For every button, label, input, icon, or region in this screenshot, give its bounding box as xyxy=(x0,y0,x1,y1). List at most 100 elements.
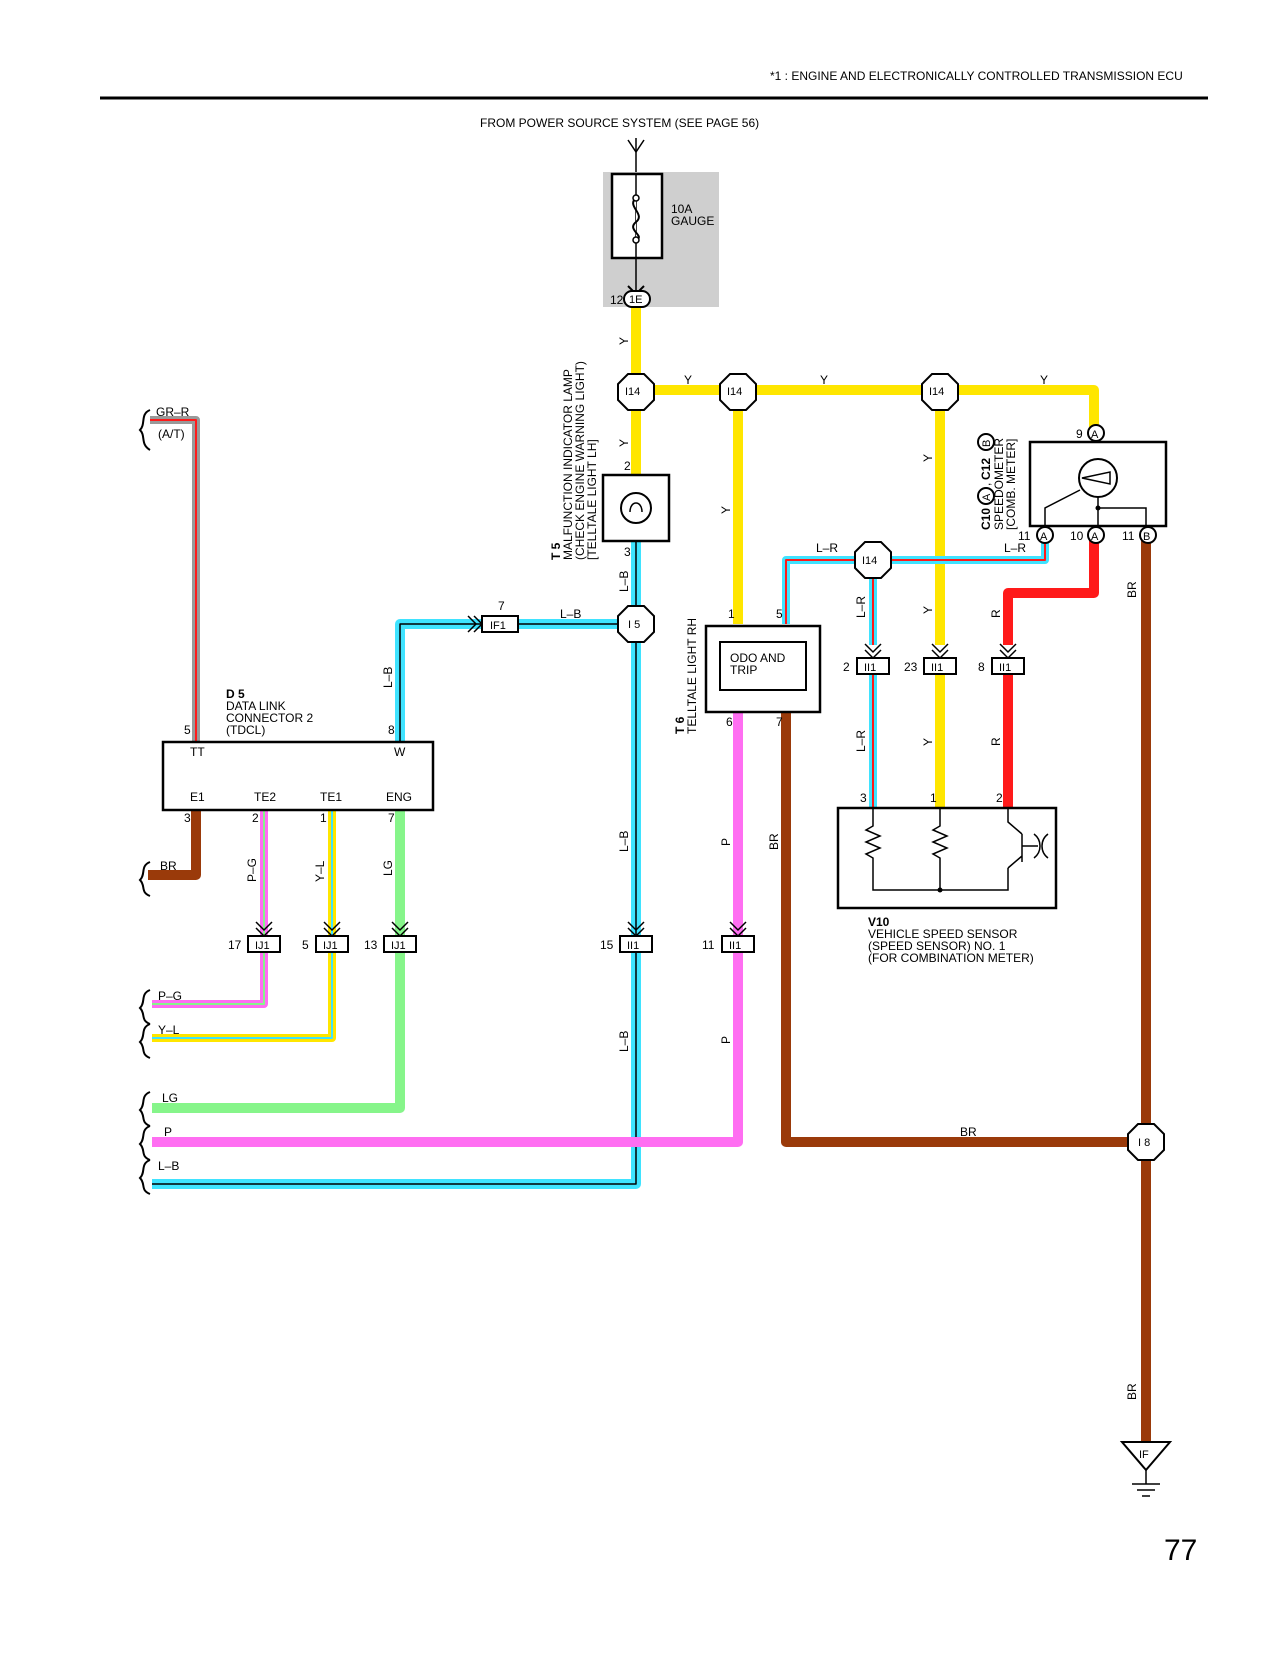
wire-label-br-left: BR xyxy=(160,859,177,873)
t6-label: T 6 TELLTALE LIGHT RH xyxy=(673,618,699,734)
svg-text:(SPEED SENSOR) NO. 1: (SPEED SENSOR) NO. 1 xyxy=(868,939,1006,953)
connector-if1: IF1 7 xyxy=(467,599,519,633)
svg-text:TELLTALE LIGHT RH: TELLTALE LIGHT RH xyxy=(685,618,699,734)
wire-label-lg-mid: LG xyxy=(381,860,395,876)
svg-text:ODO AND: ODO AND xyxy=(730,651,786,665)
svg-text:I 5: I 5 xyxy=(628,619,640,631)
wire-label-br-mid: BR xyxy=(767,833,781,850)
svg-text:II1: II1 xyxy=(864,662,876,674)
svg-text:[COMB. METER]: [COMB. METER] xyxy=(1004,439,1018,530)
wire-label-y8: Y xyxy=(921,606,935,614)
fuse-icon xyxy=(632,197,640,241)
connector-ii1-y: II1 23 xyxy=(904,643,957,675)
wire-pg xyxy=(152,810,268,1008)
fuse-pin: 12 xyxy=(610,293,624,307)
svg-text:B: B xyxy=(1143,531,1150,543)
svg-text:7: 7 xyxy=(776,715,783,729)
svg-text:9: 9 xyxy=(1076,427,1083,441)
svg-text:T 6: T 6 xyxy=(673,716,687,734)
svg-text:TE2: TE2 xyxy=(254,790,276,804)
wire-y xyxy=(631,308,1099,810)
junction-i14-d: I14 xyxy=(854,541,892,579)
svg-text:7: 7 xyxy=(498,599,505,613)
svg-text:8: 8 xyxy=(388,723,395,737)
c10-pin-11a: 11 A xyxy=(1018,526,1054,544)
svg-text:TT: TT xyxy=(190,745,205,759)
svg-text:D 5: D 5 xyxy=(226,687,245,701)
svg-text:C10: C10 xyxy=(979,508,993,530)
connector-ii1-lr: II1 2 xyxy=(843,643,890,675)
wire-label-y7: Y xyxy=(921,454,935,462)
wire-label-pg-mid: P–G xyxy=(245,858,259,882)
svg-text:W: W xyxy=(394,745,406,759)
wire-label-y2: Y xyxy=(684,373,692,387)
wire-label-lr-right: L–R xyxy=(1004,541,1026,555)
wire-label-p-left: P xyxy=(164,1125,172,1139)
svg-text:II1: II1 xyxy=(627,940,639,952)
svg-text:A: A xyxy=(1091,531,1099,543)
c10-pin-9: 9 A xyxy=(1076,424,1105,442)
junction-i14-b: I14 xyxy=(719,373,757,411)
svg-text:23: 23 xyxy=(904,660,918,674)
svg-text:I 8: I 8 xyxy=(1138,1137,1150,1149)
wire-label-grr: GR–R xyxy=(156,405,190,419)
fuse-connector xyxy=(623,290,651,308)
wire-label-pg-left: P–G xyxy=(158,989,182,1003)
svg-text:(CHECK ENGINE WARNING LIGHT): (CHECK ENGINE WARNING LIGHT) xyxy=(573,361,587,560)
wire-ends xyxy=(138,409,151,1195)
svg-text:A: A xyxy=(1040,531,1048,543)
wire-label-lb-t5: L–B xyxy=(617,571,631,592)
svg-text:B: B xyxy=(981,440,993,447)
connector-ii1-r: II1 8 xyxy=(978,643,1025,675)
fuse-amp: 10A xyxy=(671,202,692,216)
svg-text:1: 1 xyxy=(320,811,327,825)
wire-label-br-right1: BR xyxy=(1125,581,1139,598)
wire-label-p-mid: P xyxy=(719,838,733,846)
wire-label-lg-left: LG xyxy=(162,1091,178,1105)
wire-label-lb-mid: L–B xyxy=(617,831,631,852)
svg-text:SPEEDOMETER: SPEEDOMETER xyxy=(992,438,1006,530)
svg-text:ENG: ENG xyxy=(386,790,412,804)
svg-text:5: 5 xyxy=(302,938,309,952)
svg-text:CONNECTOR 2: CONNECTOR 2 xyxy=(226,711,313,725)
svg-text:3: 3 xyxy=(860,791,867,805)
lamp-icon xyxy=(620,492,652,524)
svg-text:2: 2 xyxy=(252,811,259,825)
svg-text:15: 15 xyxy=(600,938,614,952)
svg-text:7: 7 xyxy=(388,811,395,825)
svg-text:I14: I14 xyxy=(862,555,877,567)
wire-label-lb-if1: L–B xyxy=(560,607,581,621)
c10-pin-10: 10 A xyxy=(1070,526,1105,544)
c10-label: C10 A , C12 B SPEEDOMETER [COMB. METER] xyxy=(977,433,1018,530)
wire-label-lb-left: L–B xyxy=(158,1159,179,1173)
t5-lamp: 2 3 xyxy=(601,459,671,559)
svg-text:1: 1 xyxy=(728,607,735,621)
svg-text:MALFUNCTION INDICATOR LAMP: MALFUNCTION INDICATOR LAMP xyxy=(561,369,575,560)
wire-label-y5: Y xyxy=(617,439,631,447)
wire-label-lb-d5: L–B xyxy=(381,667,395,688)
junction-i5: I 5 xyxy=(617,605,655,643)
svg-text:T 5: T 5 xyxy=(549,542,563,560)
wire-label-lr-mid: L–R xyxy=(854,596,868,618)
wire-label-y4: Y xyxy=(1040,373,1048,387)
svg-text:IF1: IF1 xyxy=(490,620,506,632)
svg-text:5: 5 xyxy=(776,607,783,621)
svg-text:E1: E1 xyxy=(190,790,205,804)
ground-if: IF xyxy=(1119,1441,1173,1497)
svg-text:11: 11 xyxy=(702,938,715,952)
wire-label-y3: Y xyxy=(820,373,828,387)
c10-speedometer xyxy=(1028,432,1168,528)
wire-label-y1: Y xyxy=(617,337,631,345)
wire-label-r2: R xyxy=(989,737,1003,746)
svg-text:2: 2 xyxy=(843,660,850,674)
svg-text:IJ1: IJ1 xyxy=(323,940,338,952)
svg-text:11: 11 xyxy=(1018,529,1031,543)
t5-pin-top: 2 xyxy=(624,459,631,473)
svg-text:IF: IF xyxy=(1139,1449,1149,1461)
svg-text:[TELLTALE LIGHT LH]: [TELLTALE LIGHT LH] xyxy=(585,439,599,560)
v10-sensor: 3 1 2 xyxy=(836,791,1058,910)
svg-text:V10: V10 xyxy=(868,915,890,929)
svg-text:1: 1 xyxy=(930,791,937,805)
svg-text:C12: C12 xyxy=(979,458,993,480)
page-number: 77 xyxy=(1164,1534,1197,1567)
